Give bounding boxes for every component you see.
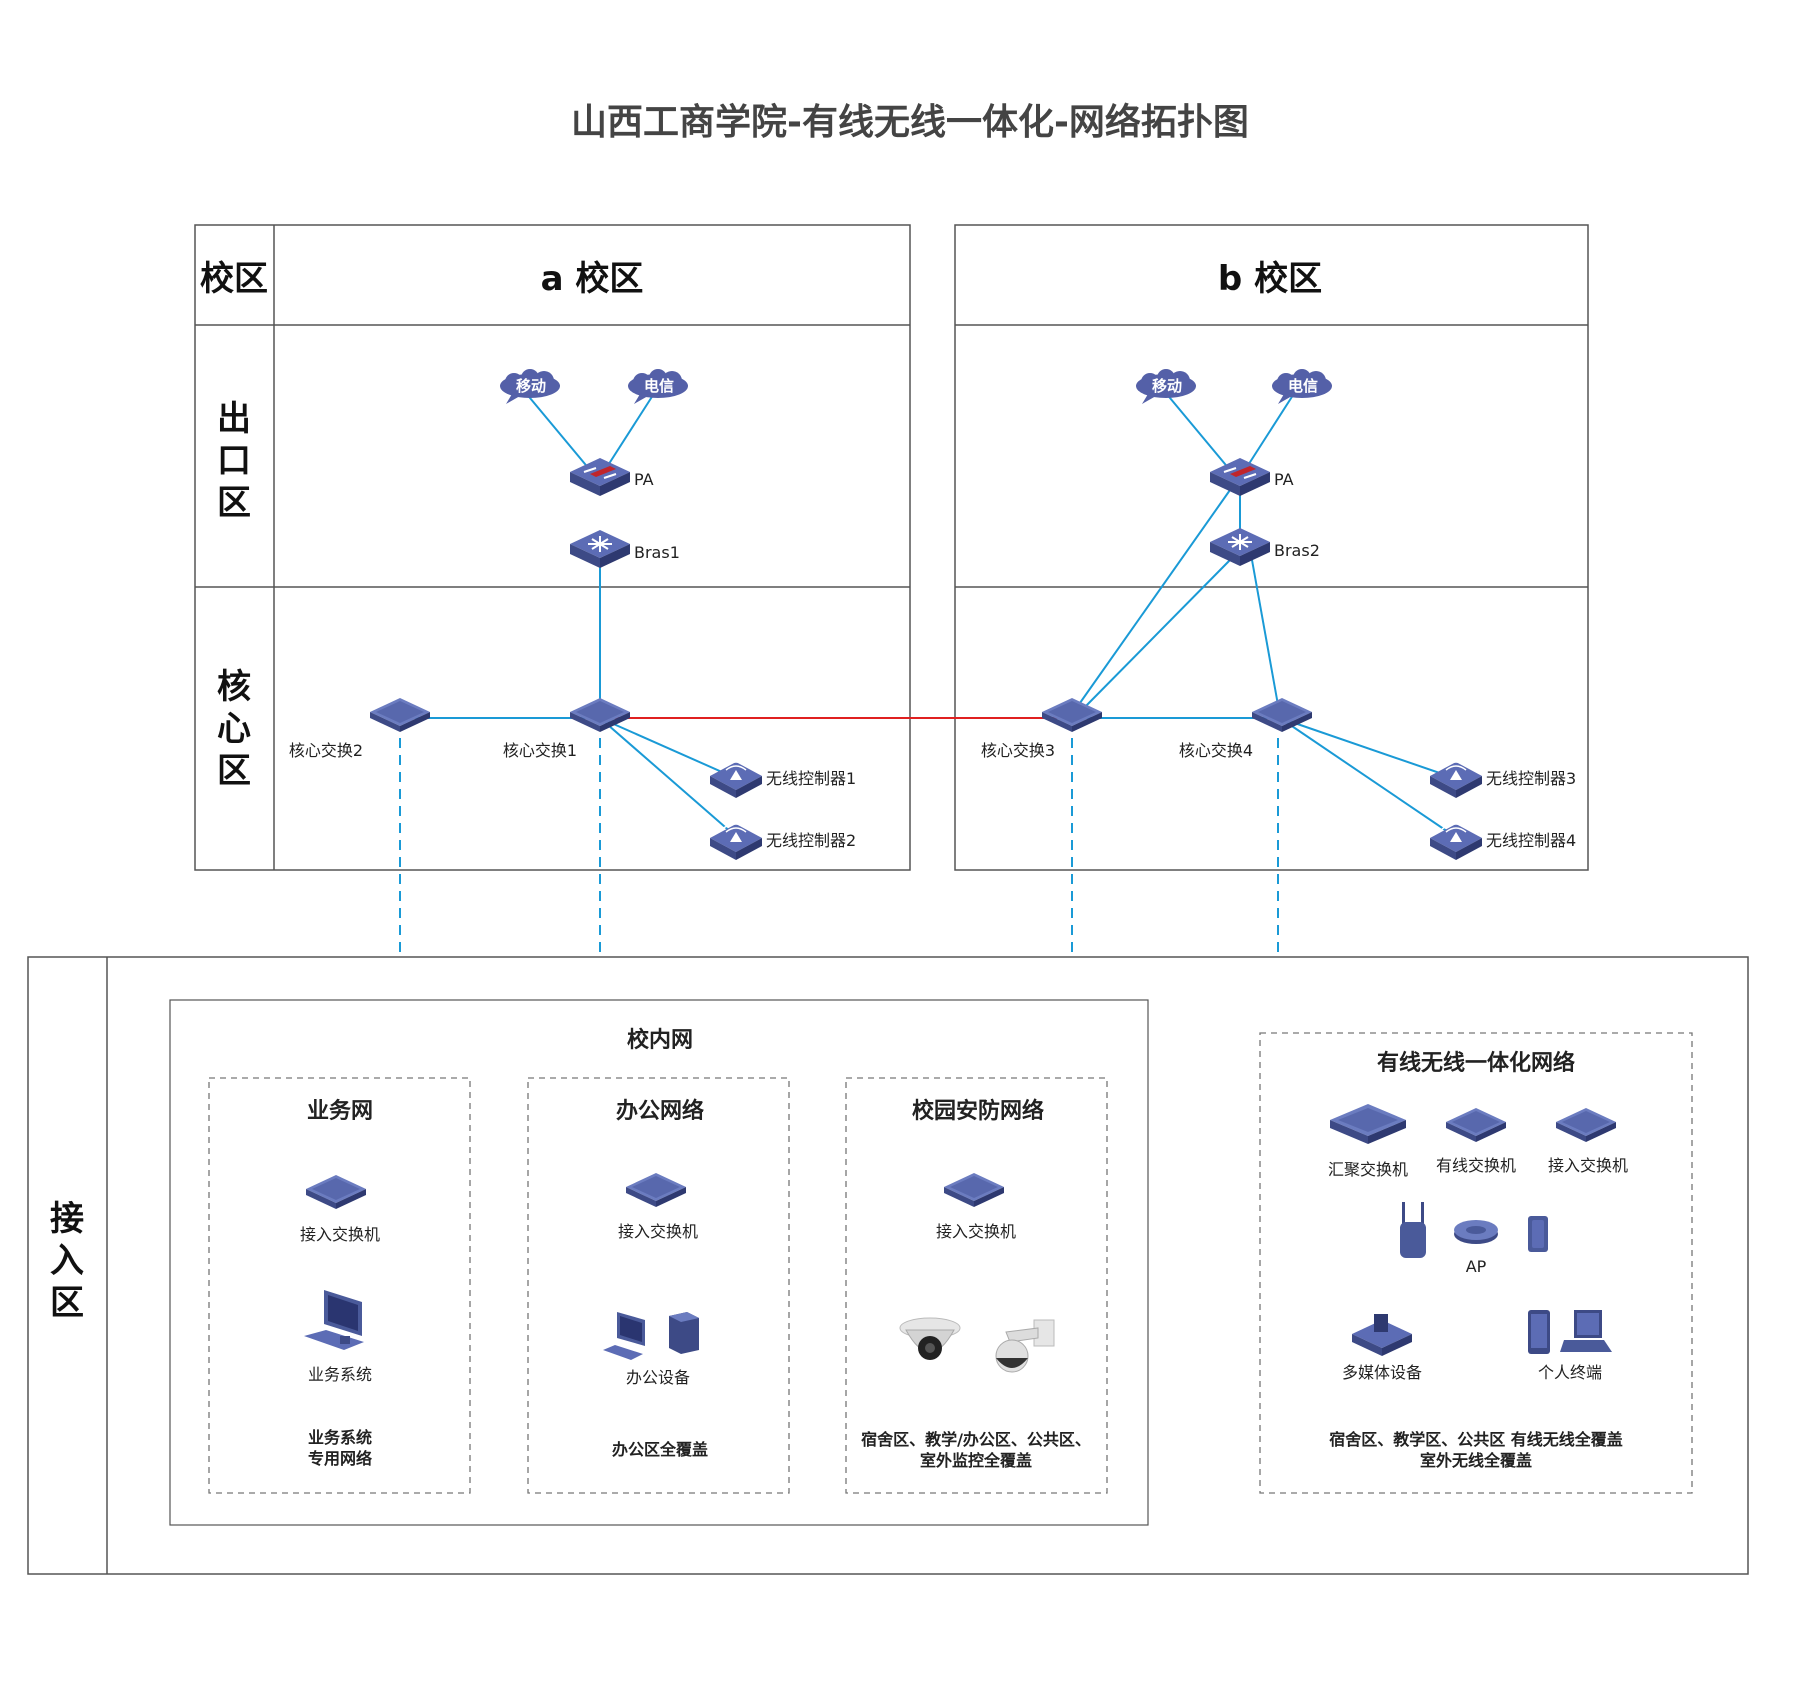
laptop-icon xyxy=(1560,1310,1612,1352)
switch-icon xyxy=(1556,1108,1616,1142)
business-note-line2: 专用网络 xyxy=(308,1449,372,1468)
campus-a-panel xyxy=(194,224,911,871)
firewall-a-label: PA xyxy=(634,470,654,489)
unified-net-title: 有线无线一体化网络 xyxy=(1377,1050,1575,1076)
access-switch-label: 接入交换机 xyxy=(1548,1156,1628,1175)
switch-icon xyxy=(306,1175,366,1209)
security-note-line1: 宿舍区、教学/办公区、公共区、 xyxy=(861,1430,1091,1449)
isp-a-telecom-label: 电信 xyxy=(644,377,674,395)
wlc2-label: 无线控制器2 xyxy=(766,831,856,850)
campus-a-links xyxy=(400,391,741,841)
core-switch-1-label: 核心交换1 xyxy=(503,741,577,760)
multimedia-label: 多媒体设备 xyxy=(1342,1363,1422,1382)
agg-switch-label: 汇聚交换机 xyxy=(1328,1160,1408,1179)
wireless-controller-icon xyxy=(709,761,763,799)
bras2-label: Bras2 xyxy=(1274,541,1320,560)
switch-icon xyxy=(1446,1108,1506,1142)
switch-icon xyxy=(370,698,430,732)
security-switch-label: 接入交换机 xyxy=(936,1222,1016,1241)
campus-b-panel xyxy=(954,224,1589,871)
switch-icon xyxy=(626,1173,686,1207)
firewall-icon xyxy=(569,457,631,497)
router-icon xyxy=(569,529,631,569)
computer-icon xyxy=(304,1290,364,1350)
isp-b-mobile-label: 移动 xyxy=(1152,377,1182,395)
intranet-subpanels xyxy=(208,1032,1693,1494)
outdoor-ap-icon xyxy=(1400,1202,1426,1258)
isp-a-mobile-label: 移动 xyxy=(516,377,546,395)
ceiling-ap-icon xyxy=(1454,1220,1498,1244)
wireless-controller-icon xyxy=(1429,823,1483,861)
business-device-label: 业务系统 xyxy=(308,1365,372,1384)
bras1-label: Bras1 xyxy=(634,543,680,562)
tablet-icon xyxy=(1528,1310,1550,1354)
core-switch-2-label: 核心交换2 xyxy=(289,741,363,760)
wired-switch-label: 有线交换机 xyxy=(1436,1156,1516,1175)
zone-label-exit: 出口区 xyxy=(217,399,251,523)
business-net-title: 业务网 xyxy=(307,1099,373,1124)
access-uplinks xyxy=(399,738,1279,957)
aggregation-switch-icon xyxy=(1330,1104,1406,1144)
security-note-line2: 室外监控全覆盖 xyxy=(920,1451,1032,1470)
desktop-pc-icon xyxy=(603,1312,699,1360)
business-switch-label: 接入交换机 xyxy=(300,1225,380,1244)
switch-icon xyxy=(944,1173,1004,1207)
firewall-b-label: PA xyxy=(1274,470,1294,489)
office-note-line1: 办公区全覆盖 xyxy=(612,1440,708,1459)
diagram-title: 山西工商学院-有线无线一体化-网络拓扑图 xyxy=(571,101,1249,143)
office-switch-label: 接入交换机 xyxy=(618,1222,698,1241)
business-note-line1: 业务系统 xyxy=(308,1428,372,1447)
router-icon xyxy=(1209,527,1271,567)
zone-label-access: 接入区 xyxy=(50,1199,84,1323)
isp-b-telecom-label: 电信 xyxy=(1288,377,1318,395)
security-net-title: 校园安防网络 xyxy=(912,1098,1044,1124)
zone-exit-text: 出口区 xyxy=(217,399,251,523)
firewall-icon xyxy=(1209,457,1271,497)
unified-note-line1: 宿舍区、教学区、公共区 有线无线全覆盖 xyxy=(1329,1430,1623,1449)
core-switch-4-label: 核心交换4 xyxy=(1179,741,1253,760)
zone-label-core: 核心区 xyxy=(217,667,251,791)
wall-ap-icon xyxy=(1528,1216,1548,1252)
personal-terminal-label: 个人终端 xyxy=(1538,1363,1602,1382)
core-switch-3-label: 核心交换3 xyxy=(981,741,1055,760)
office-net-title: 办公网络 xyxy=(616,1098,704,1124)
wireless-controller-icon xyxy=(1429,761,1483,799)
campus-b-links xyxy=(1070,391,1461,841)
dome-camera-icon xyxy=(899,1317,961,1360)
wlc3-label: 无线控制器3 xyxy=(1486,769,1576,788)
unified-note-line2: 室外无线全覆盖 xyxy=(1420,1451,1532,1470)
zone-access-text: 接入区 xyxy=(50,1199,84,1323)
intranet-title: 校内网 xyxy=(627,1027,693,1053)
campus-b-header: b 校区 xyxy=(1218,259,1322,299)
access-zone-panel xyxy=(27,956,1749,1575)
zone-column-header: 校区 xyxy=(200,259,268,299)
multimedia-device-icon xyxy=(1352,1314,1412,1356)
wireless-controller-icon xyxy=(709,823,763,861)
wlc4-label: 无线控制器4 xyxy=(1486,831,1576,850)
ptz-camera-icon xyxy=(995,1319,1055,1373)
campus-a-header: a 校区 xyxy=(541,259,644,299)
office-device-label: 办公设备 xyxy=(626,1368,690,1387)
zone-core-text: 核心区 xyxy=(217,667,251,791)
ap-label: AP xyxy=(1466,1257,1487,1276)
wlc1-label: 无线控制器1 xyxy=(766,769,856,788)
switch-icon xyxy=(1042,698,1102,732)
